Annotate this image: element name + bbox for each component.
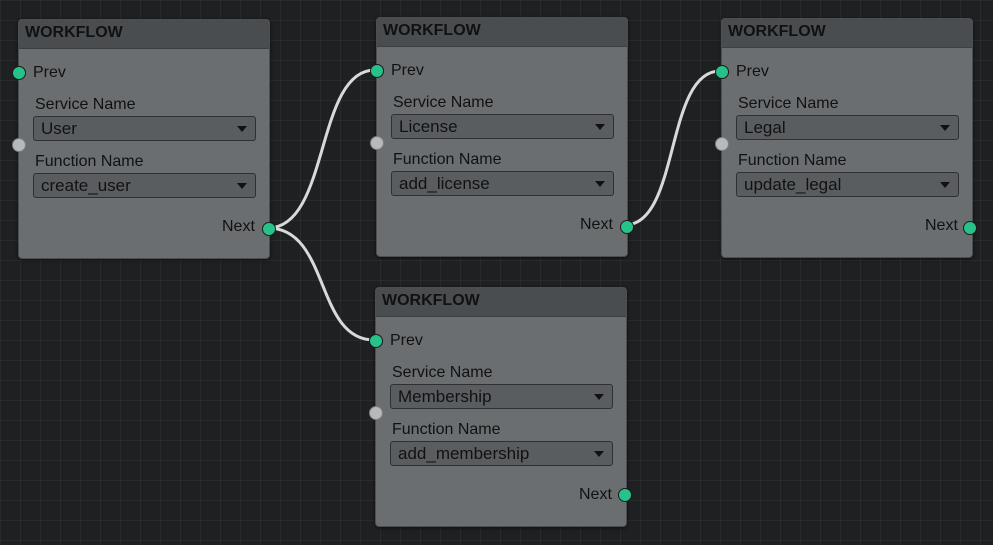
function-name-label: Function Name: [392, 421, 501, 438]
service-name-label: Service Name: [393, 94, 494, 111]
chevron-down-icon: [595, 124, 605, 130]
next-port[interactable]: [620, 220, 634, 234]
function-name-select[interactable]: add_membership: [390, 441, 613, 466]
service-name-value: Legal: [744, 118, 786, 137]
prev-port[interactable]: [12, 66, 26, 80]
service-name-value: License: [399, 117, 458, 136]
workflow-node-membership[interactable]: WORKFLOW Prev Service Name Membership Fu…: [369, 287, 632, 527]
input-port[interactable]: [370, 136, 384, 150]
service-name-value: Membership: [398, 387, 492, 406]
service-name-select[interactable]: Legal: [736, 115, 959, 140]
workflow-node-user[interactable]: WORKFLOW Prev Service Name User Function…: [12, 19, 276, 259]
next-port[interactable]: [963, 221, 977, 235]
prev-port[interactable]: [715, 65, 729, 79]
connection-user-to-membership: [267, 226, 375, 342]
function-name-select[interactable]: update_legal: [736, 172, 959, 197]
input-port[interactable]: [715, 137, 729, 151]
function-name-select[interactable]: create_user: [33, 173, 256, 198]
workflow-node-legal[interactable]: WORKFLOW Prev Service Name Legal Functio…: [715, 18, 977, 258]
next-port[interactable]: [618, 488, 632, 502]
service-name-label: Service Name: [35, 96, 136, 113]
chevron-down-icon: [237, 183, 247, 189]
prev-port[interactable]: [369, 334, 383, 348]
node-title[interactable]: WORKFLOW: [722, 19, 972, 48]
function-name-value: add_license: [399, 174, 490, 193]
input-port[interactable]: [12, 138, 26, 152]
prev-label: Prev: [390, 332, 423, 349]
function-name-label: Function Name: [35, 153, 144, 170]
prev-label: Prev: [736, 63, 769, 80]
service-name-select[interactable]: License: [391, 114, 614, 139]
workflow-node-license[interactable]: WORKFLOW Prev Service Name License Funct…: [370, 17, 634, 257]
connection-user-to-license: [267, 68, 376, 230]
prev-port[interactable]: [370, 64, 384, 78]
next-label: Next: [925, 217, 958, 234]
input-port[interactable]: [369, 406, 383, 420]
chevron-down-icon: [595, 181, 605, 187]
chevron-down-icon: [594, 394, 604, 400]
prev-label: Prev: [33, 64, 66, 81]
function-name-value: create_user: [41, 176, 131, 195]
function-name-label: Function Name: [738, 152, 847, 169]
chevron-down-icon: [594, 451, 604, 457]
prev-label: Prev: [391, 62, 424, 79]
node-title[interactable]: WORKFLOW: [377, 18, 627, 47]
service-name-select[interactable]: User: [33, 116, 256, 141]
node-title[interactable]: WORKFLOW: [376, 288, 626, 317]
service-name-label: Service Name: [738, 95, 839, 112]
service-name-select[interactable]: Membership: [390, 384, 613, 409]
chevron-down-icon: [237, 126, 247, 132]
service-name-label: Service Name: [392, 364, 493, 381]
connection-license-to-legal: [624, 69, 721, 227]
function-name-label: Function Name: [393, 151, 502, 168]
chevron-down-icon: [940, 125, 950, 131]
function-name-select[interactable]: add_license: [391, 171, 614, 196]
node-title[interactable]: WORKFLOW: [19, 20, 269, 49]
function-name-value: update_legal: [744, 175, 842, 194]
chevron-down-icon: [940, 182, 950, 188]
function-name-value: add_membership: [398, 444, 530, 463]
next-label: Next: [222, 218, 255, 235]
next-label: Next: [579, 486, 612, 503]
next-port[interactable]: [262, 222, 276, 236]
service-name-value: User: [41, 119, 77, 138]
next-label: Next: [580, 216, 613, 233]
